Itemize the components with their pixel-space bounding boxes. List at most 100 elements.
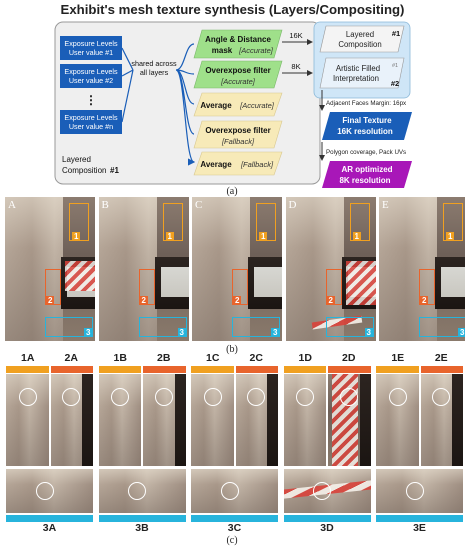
door-frame	[452, 374, 463, 466]
detail-label-bottom: 3D	[320, 522, 334, 534]
detail-label-bottom: 3C	[227, 522, 242, 534]
detail-bar-cyan	[191, 515, 278, 522]
svg-text:mask: mask	[212, 46, 233, 55]
filter-angle-distance: Angle & Distance mask [Accurate]	[193, 29, 283, 59]
region-box-1: 1	[349, 203, 370, 241]
detail-label-bottom: 3B	[135, 522, 149, 534]
ellipsis-marker: ⋮	[85, 93, 97, 107]
region-box-1: 1	[443, 203, 463, 241]
detail-label-top: 1D	[298, 352, 312, 364]
svg-text:User value #1: User value #1	[69, 48, 113, 57]
region-number: 2	[139, 296, 148, 305]
detail-bar-red	[420, 366, 463, 373]
svg-text:Layered: Layered	[346, 30, 374, 39]
region-number: 2	[326, 296, 335, 305]
region-box-1: 1	[162, 203, 183, 241]
detail-bar-orange	[376, 366, 419, 373]
detail-circle	[203, 388, 222, 406]
region-number: 1	[259, 232, 268, 241]
detail-bar-red	[328, 366, 371, 373]
region-box-2: 2	[419, 269, 435, 305]
detail-label-top: 2B	[157, 352, 171, 364]
sky-area	[441, 267, 465, 297]
detail-circle	[18, 388, 37, 406]
region-box-1: 1	[256, 203, 276, 241]
caption-a: (a)	[226, 186, 238, 197]
region-box-3: 3	[45, 317, 93, 337]
region-number: 3	[177, 328, 186, 337]
panel-letter: D	[288, 199, 297, 211]
region-number: 3	[364, 328, 373, 337]
region-box-1: 1	[69, 203, 89, 241]
output-artistic-filled: Artistic Filled Interpretation #1 #2	[319, 57, 405, 89]
detail-circle	[296, 388, 315, 406]
svg-text:Exposure Levels: Exposure Levels	[64, 39, 118, 48]
photo-panel-d: D 1 2 3	[285, 197, 376, 341]
detail-circle	[388, 388, 407, 406]
sky-area	[160, 267, 189, 297]
diagram-title: Exhibit's mesh texture synthesis (Layers…	[60, 2, 405, 17]
detail-label-top: 2C	[249, 352, 263, 364]
region-box-2: 2	[232, 269, 248, 305]
detail-bar-orange	[98, 366, 141, 373]
layered-comp-label-line2: Composition	[62, 166, 106, 175]
region-number: 3	[271, 328, 280, 337]
exposure-input-2: Exposure Levels User value #2	[60, 64, 122, 88]
svg-text:16K resolution: 16K resolution	[337, 127, 393, 136]
exposure-input-1: Exposure Levels User value #1	[60, 36, 122, 60]
detail-bar-cyan	[98, 515, 186, 522]
detail-circle	[247, 388, 266, 406]
svg-text:#1: #1	[392, 63, 398, 69]
shared-label-line2: all layers	[140, 68, 169, 77]
detail-circle	[339, 388, 358, 406]
output-layered-composition: Layered Composition #1	[319, 25, 405, 53]
region-number: 2	[46, 296, 55, 305]
svg-text:Interpretation: Interpretation	[333, 74, 379, 83]
region-box-3: 3	[325, 317, 374, 337]
svg-text:User value #n: User value #n	[69, 122, 113, 131]
svg-text:User value #2: User value #2	[69, 76, 113, 85]
filter-overexpose-fallback: Overexpose filter [Fallback]	[193, 120, 283, 149]
missing-texture-hatch	[345, 261, 376, 305]
svg-text:Overexpose filter: Overexpose filter	[205, 126, 270, 135]
detail-label-top: 1E	[391, 352, 405, 364]
svg-text:#1: #1	[392, 29, 400, 38]
detail-circle	[128, 482, 146, 500]
svg-text:AR optimized: AR optimized	[341, 165, 392, 174]
door-frame	[267, 374, 278, 466]
ar-optimized-box: AR optimized 8K resolution	[322, 161, 412, 188]
caption-b: (b)	[226, 344, 238, 355]
detail-bar-cyan	[376, 515, 463, 522]
region-box-3: 3	[232, 317, 280, 337]
detail-circle	[220, 482, 239, 500]
svg-text:Angle & Distance: Angle & Distance	[205, 35, 271, 44]
svg-text:Average: Average	[200, 160, 232, 169]
detail-label-top: 1A	[21, 352, 35, 364]
caption-c: (c)	[226, 535, 238, 546]
region-number: 1	[72, 232, 81, 241]
detail-bar-red	[143, 366, 186, 373]
detail-bar-red	[50, 366, 93, 373]
door-frame	[359, 374, 371, 466]
region-box-2: 2	[138, 269, 155, 305]
detail-circle	[62, 388, 81, 406]
svg-text:[Accurate]: [Accurate]	[220, 77, 256, 86]
detail-label-top: 2D	[342, 352, 356, 364]
detail-circle	[111, 388, 130, 406]
detail-bar-orange	[6, 366, 49, 373]
margin-label: Adjacent Faces Margin: 16px	[326, 100, 407, 107]
svg-text:#2: #2	[391, 79, 399, 88]
region-number: 2	[420, 296, 429, 305]
filter-average-accurate: Average [Accurate]	[193, 92, 283, 117]
res-16k-label: 16K	[289, 31, 302, 40]
polygon-label: Polygon coverage, Pack UVs	[326, 149, 406, 156]
detail-circle	[313, 482, 331, 500]
region-number: 1	[446, 232, 455, 241]
region-box-2: 2	[45, 269, 61, 305]
svg-text:8K resolution: 8K resolution	[339, 176, 390, 185]
svg-text:Overexpose filter: Overexpose filter	[205, 66, 270, 75]
pipeline-diagram: Exposure Levels User value #1 Exposure L…	[54, 21, 412, 188]
